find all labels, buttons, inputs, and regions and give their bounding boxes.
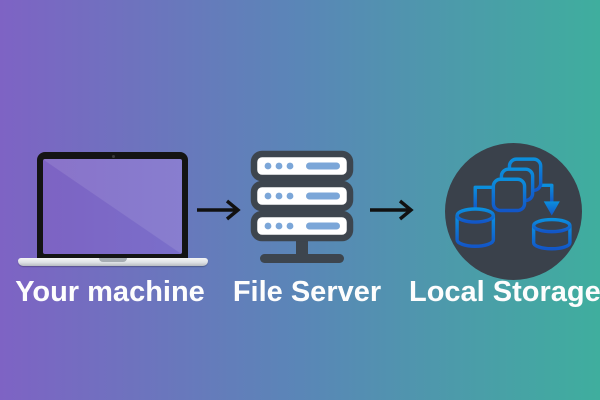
server-unit-2 xyxy=(250,180,354,212)
laptop-camera-dot xyxy=(111,155,115,158)
server-unit-3 xyxy=(250,210,354,242)
right-arrow-icon xyxy=(197,199,241,221)
node-label-file-server: File Server xyxy=(232,276,382,308)
laptop-icon xyxy=(18,152,208,266)
file-square-front xyxy=(491,177,527,213)
server-unit-1 xyxy=(250,150,354,182)
laptop-screen xyxy=(37,152,188,258)
laptop-notch xyxy=(99,258,127,262)
laptop-base xyxy=(18,258,208,266)
database-cylinder-left xyxy=(455,207,496,248)
down-arrowhead xyxy=(543,201,560,216)
node-label-your-machine: Your machine xyxy=(15,276,205,308)
left-connector-line xyxy=(473,185,498,210)
node-label-local-storage: Local Storage xyxy=(409,276,600,308)
laptop-display xyxy=(43,159,182,254)
database-copy-icon xyxy=(445,143,582,280)
right-arrow-icon xyxy=(370,199,414,221)
database-cylinder-right xyxy=(531,217,572,251)
server-rack-icon xyxy=(250,150,354,263)
